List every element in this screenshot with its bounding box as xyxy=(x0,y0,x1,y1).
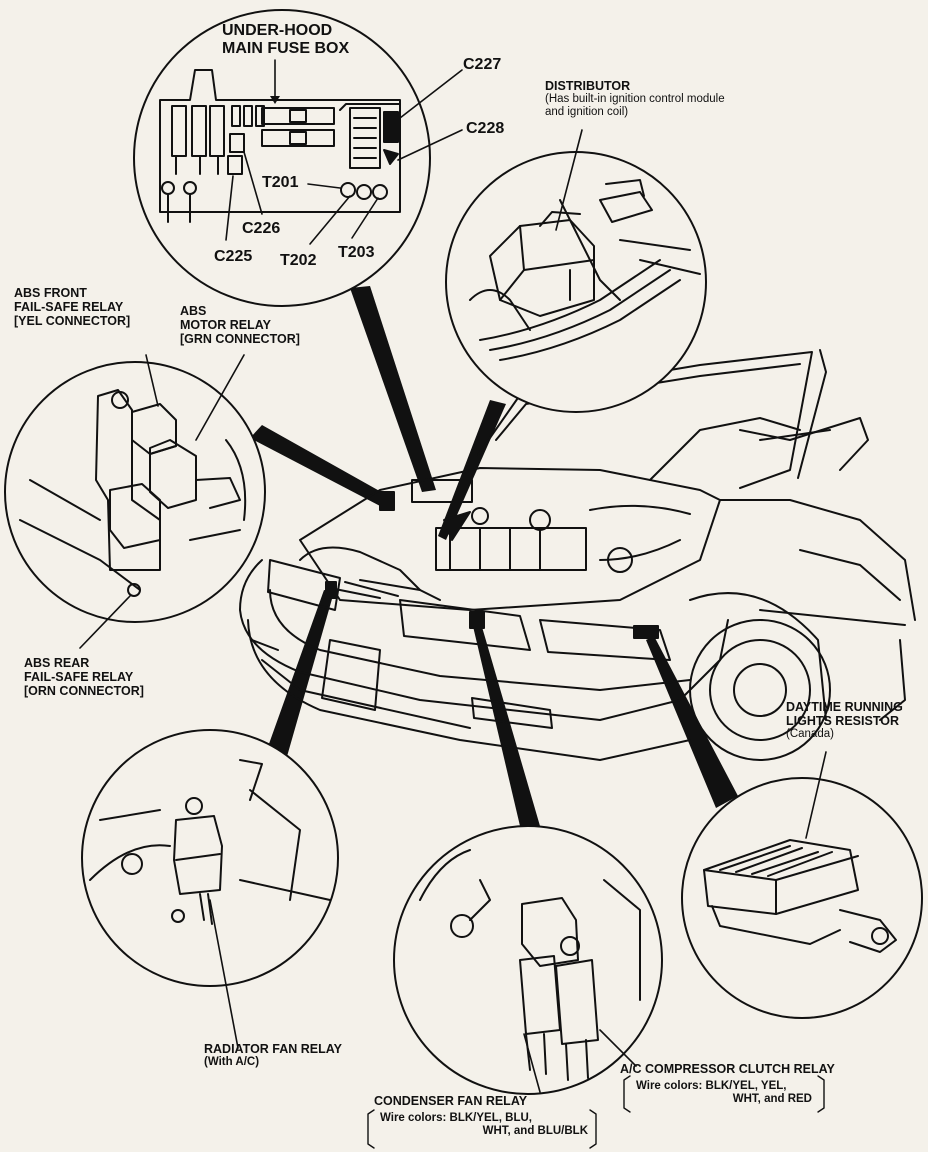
condenser-fan-wire-line1: Wire colors: BLK/YEL, BLU, xyxy=(380,1112,532,1124)
fuse-box-title-line2: MAIN FUSE BOX xyxy=(222,39,350,57)
drl-resistor-drawing xyxy=(703,839,897,953)
distributor-drawing xyxy=(469,179,701,361)
drl-line1: DAYTIME RUNNING xyxy=(786,700,903,714)
radiator-fan-relay-label: RADIATOR FAN RELAY (With A/C) xyxy=(204,1042,342,1069)
radiator-fan-line1: RADIATOR FAN RELAY xyxy=(204,1042,342,1056)
distributor-note-2: and ignition coil) xyxy=(545,105,629,118)
car-illustration xyxy=(239,349,916,761)
connector-t202-label: T202 xyxy=(280,252,317,269)
abs-rear-line1: ABS REAR xyxy=(24,656,90,670)
condenser-fan-relay-label: CONDENSER FAN RELAY xyxy=(374,1094,527,1108)
connector-c225-label: C225 xyxy=(214,248,253,265)
connector-c227-label: C227 xyxy=(463,56,502,73)
connector-t201-label: T201 xyxy=(262,174,299,191)
fuse-box-leaders xyxy=(225,59,463,245)
connector-t203-label: T203 xyxy=(338,244,375,261)
abs-relays-drawing xyxy=(19,389,247,597)
connector-c226-label: C226 xyxy=(242,220,281,237)
abs-motor-relay-label: ABS MOTOR RELAY [GRN CONNECTOR] xyxy=(180,304,300,346)
condenser-fan-title: CONDENSER FAN RELAY xyxy=(374,1094,528,1108)
abs-rear-line3: [ORN CONNECTOR] xyxy=(24,684,144,698)
radiator-fan-relay-drawing xyxy=(89,759,331,925)
ac-clutch-title: A/C COMPRESSOR CLUTCH RELAY xyxy=(620,1062,835,1076)
abs-rear-line2: FAIL-SAFE RELAY xyxy=(24,670,134,684)
distributor-label: DISTRIBUTOR (Has built-in ignition contr… xyxy=(545,79,725,119)
condenser-ac-relays-drawing xyxy=(419,849,641,1081)
abs-motor-line2: MOTOR RELAY xyxy=(180,318,271,332)
connector-c228-label: C228 xyxy=(466,120,505,137)
fuse-box-title-line1: UNDER-HOOD xyxy=(222,22,333,39)
drl-resistor-label: DAYTIME RUNNING LIGHTS RESISTOR (Canada) xyxy=(786,700,903,741)
abs-motor-line3: [GRN CONNECTOR] xyxy=(180,332,300,346)
drl-line2: LIGHTS RESISTOR xyxy=(786,714,899,728)
radiator-fan-line2: (With A/C) xyxy=(204,1056,260,1068)
fuse-box-title: UNDER-HOOD MAIN FUSE BOX xyxy=(222,22,349,58)
distributor-title: DISTRIBUTOR xyxy=(545,79,631,93)
ac-clutch-wire-colors: Wire colors: BLK/YEL, YEL, WHT, and RED xyxy=(636,1080,812,1106)
abs-motor-line1: ABS xyxy=(180,304,207,318)
abs-front-line1: ABS FRONT xyxy=(14,286,87,300)
ac-clutch-wire-line2: WHT, and RED xyxy=(732,1092,812,1105)
abs-front-line3: [YEL CONNECTOR] xyxy=(14,314,131,328)
ac-clutch-relay-label: A/C COMPRESSOR CLUTCH RELAY xyxy=(620,1062,835,1076)
distributor-note-1: (Has built-in ignition control module xyxy=(545,93,725,105)
abs-front-line2: FAIL-SAFE RELAY xyxy=(14,300,124,314)
ac-clutch-wire-line1: Wire colors: BLK/YEL, YEL, xyxy=(636,1080,787,1092)
abs-rear-relay-label: ABS REAR FAIL-SAFE RELAY [ORN CONNECTOR] xyxy=(24,656,144,698)
condenser-fan-wire-colors: Wire colors: BLK/YEL, BLU, WHT, and BLU/… xyxy=(380,1112,588,1138)
drl-line3: (Canada) xyxy=(786,728,834,740)
fuse-box-drawing xyxy=(159,69,401,223)
condenser-fan-wire-line2: WHT, and BLU/BLK xyxy=(482,1124,588,1137)
abs-front-relay-label: ABS FRONT FAIL-SAFE RELAY [YEL CONNECTOR… xyxy=(14,286,130,328)
